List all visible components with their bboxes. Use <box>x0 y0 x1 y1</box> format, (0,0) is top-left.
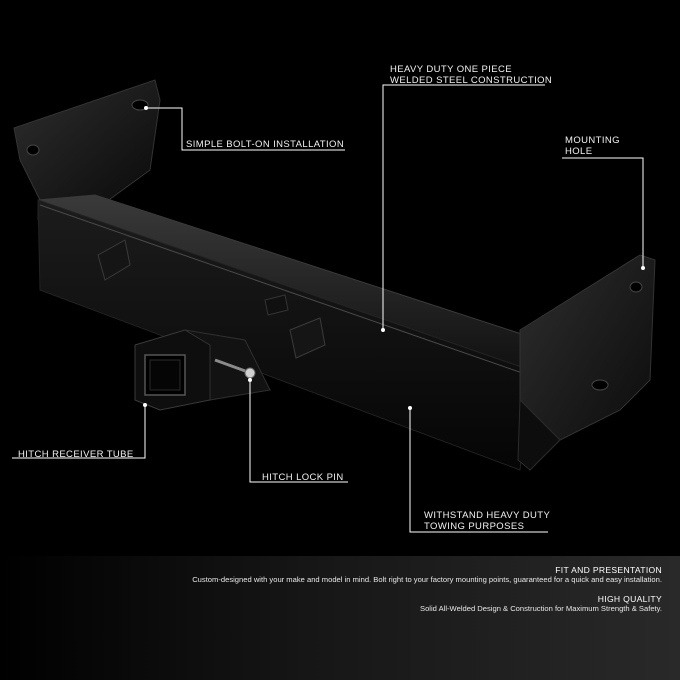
safety-chain-loops <box>97 239 326 359</box>
callout-lock-pin-text: HITCH LOCK PIN <box>262 472 344 483</box>
callout-towing-line2: TOWING PURPOSES <box>424 521 525 532</box>
feature-panel <box>0 556 680 680</box>
callout-construction: HEAVY DUTY ONE PIECE WELDED STEEL CONSTR… <box>390 64 552 86</box>
feature-fit: FIT AND PRESENTATION Custom-designed wit… <box>192 565 662 585</box>
main-cross-tube <box>37 194 541 471</box>
callout-towing: WITHSTAND HEAVY DUTY TOWING PURPOSES <box>424 510 550 532</box>
callout-lines <box>12 84 645 533</box>
callout-mounting-hole: MOUNTING HOLE <box>565 135 620 157</box>
callout-construction-line1: HEAVY DUTY ONE PIECE <box>390 64 513 75</box>
callout-install: SIMPLE BOLT-ON INSTALLATION <box>186 139 344 150</box>
callout-construction-line2: WELDED STEEL CONSTRUCTION <box>390 75 553 86</box>
callout-mounting-line2: HOLE <box>565 146 593 157</box>
feature-quality-text: Solid All-Welded Design & Construction f… <box>420 604 662 613</box>
callout-towing-line1: WITHSTAND HEAVY DUTY <box>424 510 551 521</box>
feature-fit-title: FIT AND PRESENTATION <box>555 565 662 575</box>
hitch-lock-pin <box>214 358 256 379</box>
callout-receiver-text: HITCH RECEIVER TUBE <box>18 449 134 460</box>
feature-quality-title: HIGH QUALITY <box>597 594 662 604</box>
feature-fit-text: Custom-designed with your make and model… <box>192 575 662 584</box>
right-mounting-bracket <box>517 254 656 472</box>
callout-install-text: SIMPLE BOLT-ON INSTALLATION <box>186 139 345 150</box>
callout-mounting-line1: MOUNTING <box>565 135 620 146</box>
feature-quality: HIGH QUALITY Solid All-Welded Design & C… <box>420 594 662 614</box>
callout-lock-pin: HITCH LOCK PIN <box>262 472 344 483</box>
callout-receiver: HITCH RECEIVER TUBE <box>18 449 134 460</box>
